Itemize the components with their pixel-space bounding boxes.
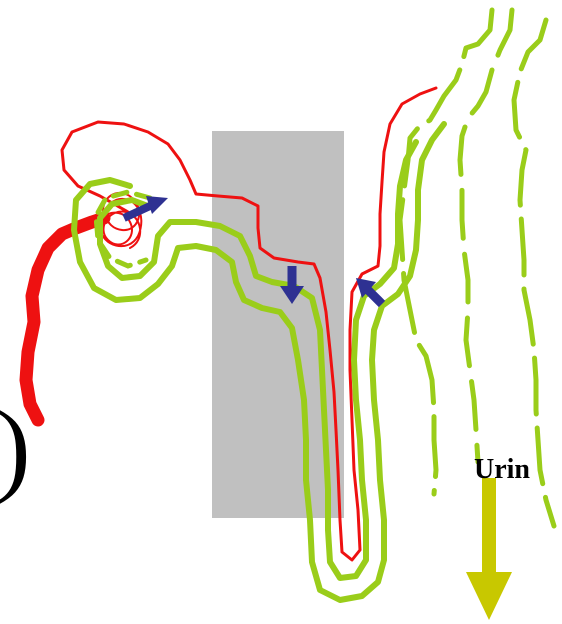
afferent-vessel [26, 218, 104, 420]
collecting-duct-inner-wall [460, 10, 512, 462]
urine-label: Urin [474, 454, 530, 485]
collecting-duct-right-wall [514, 20, 554, 526]
urine-output-arrow [466, 478, 512, 620]
